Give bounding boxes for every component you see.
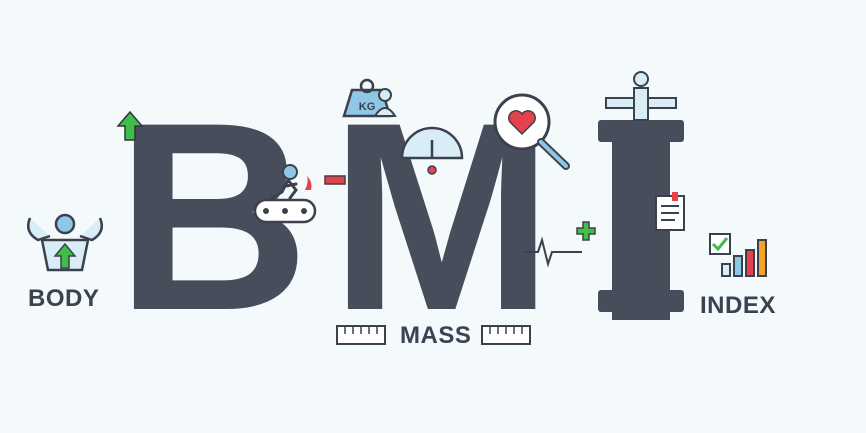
magnifier-heart-icon bbox=[493, 93, 570, 170]
checkbox-icon bbox=[709, 233, 731, 255]
up-arrow-icon bbox=[116, 110, 144, 141]
heartbeat-line-icon bbox=[524, 236, 582, 268]
height-ruler-person-icon bbox=[605, 71, 677, 121]
letter-i bbox=[598, 120, 684, 320]
index-label: INDEX bbox=[700, 292, 776, 319]
strongman-icon bbox=[27, 213, 103, 272]
mass-label: MASS bbox=[400, 322, 472, 349]
body-label: BODY bbox=[28, 285, 100, 312]
bar-chart-icon bbox=[721, 239, 767, 277]
gauge-icon bbox=[400, 126, 464, 175]
treadmill-runner-icon bbox=[253, 164, 317, 224]
kg-text: KG bbox=[359, 101, 376, 113]
plus-icon bbox=[576, 221, 596, 241]
document-icon bbox=[655, 192, 685, 231]
person-icon bbox=[373, 88, 397, 117]
ruler-right-icon bbox=[481, 325, 531, 345]
minus-icon bbox=[324, 175, 346, 185]
ruler-left-icon bbox=[336, 325, 386, 345]
